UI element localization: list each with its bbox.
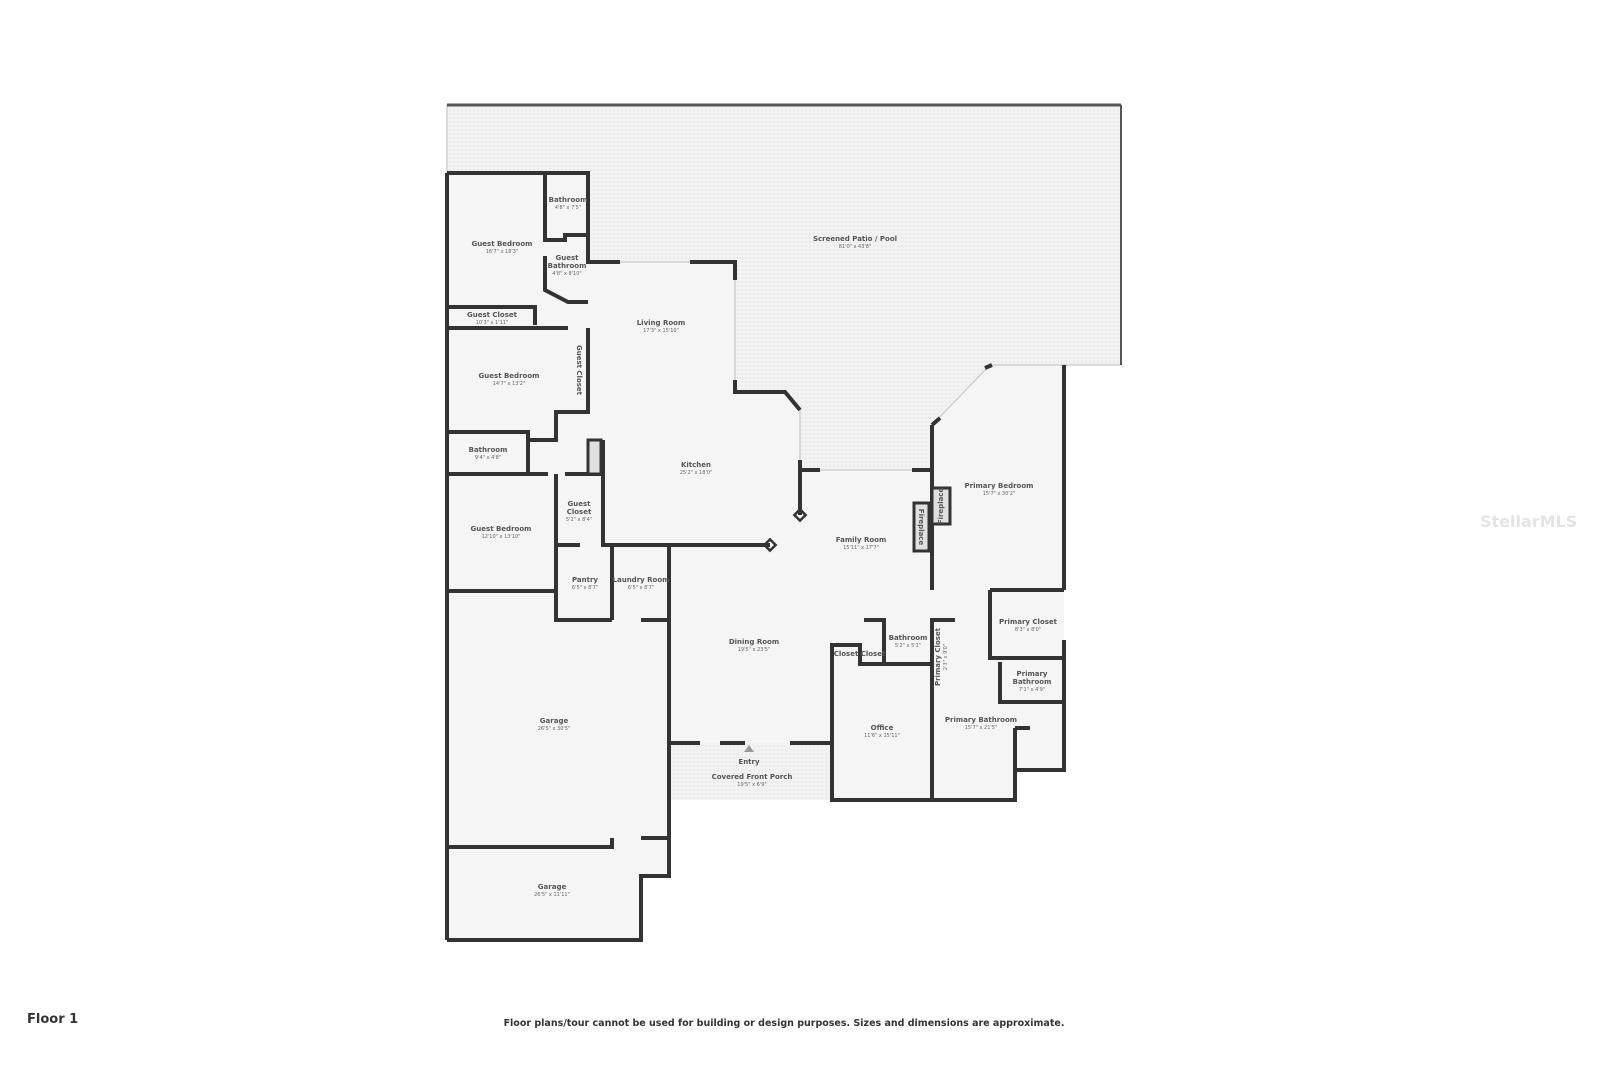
room-guest-closet-2: Guest Closet [575,345,583,396]
svg-text:26'5" x 11'11": 26'5" x 11'11" [534,892,570,898]
svg-text:Garage: Garage [538,883,567,891]
svg-text:Office: Office [871,724,894,732]
svg-text:Guest Closet: Guest Closet [575,345,583,396]
svg-text:Bathroom: Bathroom [1013,678,1052,686]
svg-text:7'1" x 4'9": 7'1" x 4'9" [1019,687,1045,693]
svg-text:4'8" x 7'5": 4'8" x 7'5" [555,205,581,211]
svg-text:6'5" x 8'7": 6'5" x 8'7" [628,585,654,591]
svg-text:Garage: Garage [540,717,569,725]
svg-text:Primary Bathroom: Primary Bathroom [945,716,1017,724]
svg-text:5'2" x 5'1": 5'2" x 5'1" [895,643,921,649]
svg-text:16'7" x 18'3": 16'7" x 18'3" [486,249,519,255]
svg-text:Laundry Room: Laundry Room [613,576,670,584]
svg-text:Living Room: Living Room [637,319,686,327]
entry-arrow-icon [744,745,754,752]
svg-text:15'11" x 17'7": 15'11" x 17'7" [843,545,879,551]
fireplace-2: Fireplace [917,509,925,546]
svg-text:14'7" x 13'2": 14'7" x 13'2" [493,381,526,387]
svg-text:Screened Patio / Pool: Screened Patio / Pool [813,235,897,243]
svg-text:Closet: Closet [861,650,886,658]
svg-text:Primary Closet: Primary Closet [999,618,1058,626]
svg-text:11'6" x 15'11": 11'6" x 15'11" [864,733,900,739]
svg-text:17'3" x 15'10": 17'3" x 15'10" [643,328,679,334]
porch-area [669,743,832,800]
watermark: StellarMLS [1480,512,1578,531]
svg-text:6'5" x 8'7": 6'5" x 8'7" [572,585,598,591]
svg-text:Fireplace: Fireplace [917,509,925,546]
fireplace-1: Fireplace [937,488,945,525]
svg-text:Dining Room: Dining Room [729,638,779,646]
svg-text:Bathroom: Bathroom [548,262,587,270]
svg-text:2'3" x 9'0": 2'3" x 9'0" [943,644,949,670]
interior-floor [447,173,1064,940]
svg-text:Closet: Closet [834,650,859,658]
svg-text:Guest Bedroom: Guest Bedroom [472,240,533,248]
svg-text:19'5" x 6'9": 19'5" x 6'9" [737,782,766,788]
svg-text:15'7" x 30'2": 15'7" x 30'2" [983,491,1016,497]
svg-text:5'1" x 8'4": 5'1" x 8'4" [566,517,592,523]
room-closet-1: Closet [834,650,859,658]
svg-text:81'0" x 43'8": 81'0" x 43'8" [839,244,872,250]
svg-text:15'7" x 21'5": 15'7" x 21'5" [965,725,998,731]
svg-text:Pantry: Pantry [572,576,598,584]
svg-text:Guest: Guest [568,500,592,508]
disclaimer: Floor plans/tour cannot be used for buil… [503,1018,1065,1029]
svg-text:Covered Front Porch: Covered Front Porch [712,773,793,781]
svg-text:12'10" x 13'10": 12'10" x 13'10" [482,534,521,540]
svg-text:Guest Closet: Guest Closet [467,311,518,319]
floor-label: Floor 1 [27,1012,79,1027]
svg-text:9'4" x 4'8": 9'4" x 4'8" [475,455,501,461]
svg-text:Kitchen: Kitchen [681,461,711,469]
svg-text:26'5" x 30'5": 26'5" x 30'5" [538,726,571,732]
room-closet-2: Closet [861,650,886,658]
svg-text:Family Room: Family Room [836,536,887,544]
svg-text:Closet: Closet [567,508,592,516]
svg-text:Bathroom: Bathroom [889,634,928,642]
entry-label: Entry [738,758,760,766]
svg-text:Bathroom: Bathroom [469,446,508,454]
svg-text:Guest Bedroom: Guest Bedroom [479,372,540,380]
svg-text:25'2" x 18'0": 25'2" x 18'0" [680,470,713,476]
svg-text:Guest: Guest [556,254,580,262]
svg-text:Primary Closet: Primary Closet [934,627,942,686]
svg-text:10'3" x 1'11": 10'3" x 1'11" [476,320,509,326]
svg-text:Guest Bedroom: Guest Bedroom [471,525,532,533]
svg-text:Fireplace: Fireplace [937,488,945,525]
svg-text:Bathroom: Bathroom [549,196,588,204]
svg-text:Primary Bedroom: Primary Bedroom [965,482,1034,490]
svg-text:19'5" x 23'5": 19'5" x 23'5" [738,647,771,653]
svg-text:4'8" x 8'10": 4'8" x 8'10" [552,271,581,277]
walls [445,171,1066,942]
svg-text:Entry: Entry [738,758,760,766]
svg-text:Primary: Primary [1016,670,1047,678]
svg-text:8'3" x 8'0": 8'3" x 8'0" [1015,627,1041,633]
